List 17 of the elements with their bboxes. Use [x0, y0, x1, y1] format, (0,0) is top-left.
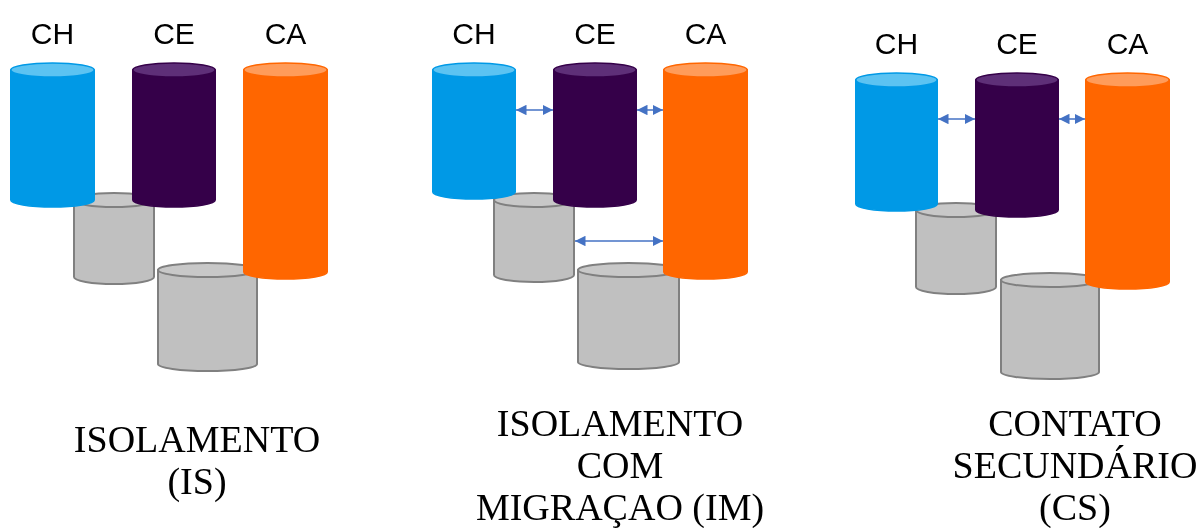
- double-arrow: [574, 235, 664, 247]
- double-arrow: [515, 104, 554, 116]
- double-arrow: [1058, 113, 1086, 125]
- population-label: CA: [1105, 26, 1150, 62]
- population-label: CE: [995, 26, 1039, 62]
- population-label: CH: [29, 16, 76, 52]
- population-label: CA: [683, 16, 728, 52]
- scenario-caption: CONTATO SECUNDÁRIO (CS): [951, 402, 1198, 528]
- population-label: CE: [573, 16, 617, 52]
- double-arrow: [937, 113, 976, 125]
- population-label: CA: [263, 16, 308, 52]
- scenario-caption: ISOLAMENTO (IS): [72, 418, 322, 502]
- population-label: CE: [152, 16, 196, 52]
- population-label: CH: [451, 16, 497, 52]
- double-arrow: [636, 104, 664, 116]
- scenario-caption: ISOLAMENTO COM MIGRAÇAO (IM): [474, 402, 766, 528]
- population-label: CH: [873, 26, 920, 62]
